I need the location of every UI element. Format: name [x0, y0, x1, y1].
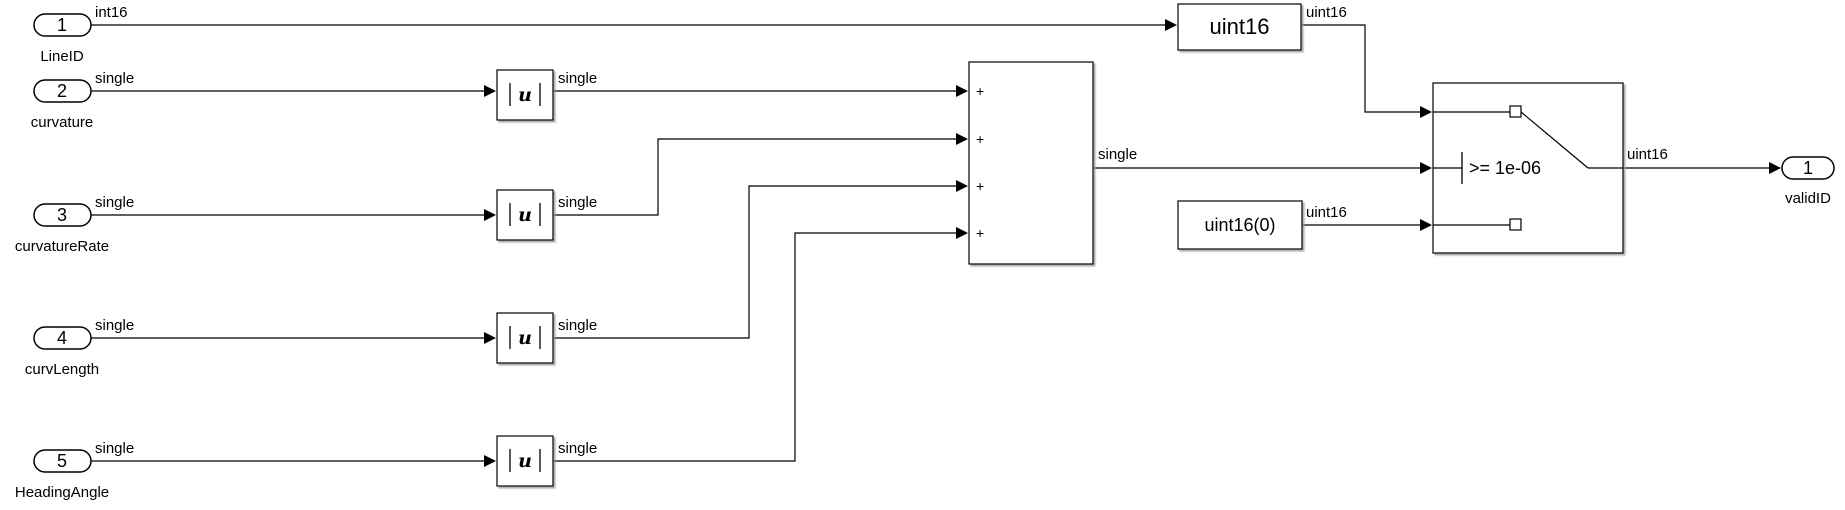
arrow-head	[484, 209, 496, 221]
signal-label: int16	[95, 4, 128, 21]
arrow-head	[484, 85, 496, 97]
sum-sign: +	[976, 83, 984, 99]
arrow-head	[484, 455, 496, 467]
inport-3[interactable]: 3 curvatureRate	[15, 203, 109, 255]
signal-label: single	[1098, 146, 1137, 163]
signal-label: single	[95, 440, 134, 457]
arrow-head	[956, 180, 968, 192]
sum-block[interactable]: + + + +	[968, 61, 1094, 265]
abs-block-3[interactable]: u	[496, 312, 554, 364]
inport-5-number: 5	[57, 451, 67, 471]
convert-label: uint16	[1210, 14, 1270, 39]
switch-threshold-label: >= 1e-06	[1469, 158, 1541, 178]
arrow-head	[1420, 219, 1432, 231]
wire-abs4-to-sum[interactable]	[553, 232, 958, 462]
inport-5-name: HeadingAngle	[15, 484, 109, 501]
arrow-head	[956, 133, 968, 145]
constant-block[interactable]: uint16(0)	[1177, 200, 1303, 250]
signal-label: uint16	[1306, 4, 1347, 21]
inport-3-name: curvatureRate	[15, 238, 109, 255]
constant-label: uint16(0)	[1204, 215, 1275, 235]
outport-1-number: 1	[1803, 158, 1813, 178]
data-type-conversion-block[interactable]: uint16	[1177, 3, 1302, 51]
signal-label: single	[558, 70, 597, 87]
arrow-head	[1420, 106, 1432, 118]
outport-1[interactable]: 1 validID	[1781, 156, 1835, 207]
inport-4-number: 4	[57, 328, 67, 348]
wire-convert-to-switch[interactable]	[1301, 24, 1422, 113]
abs-block-1[interactable]: u	[496, 69, 554, 121]
switch-lever	[1520, 111, 1589, 169]
wire-abs3-to-sum[interactable]	[553, 185, 958, 339]
inport-5[interactable]: 5 HeadingAngle	[15, 449, 109, 501]
sum-sign: +	[976, 225, 984, 241]
signal-label: single	[558, 440, 597, 457]
abs-symbol: u	[518, 204, 532, 226]
outport-1-name: validID	[1785, 190, 1831, 207]
signal-label: single	[558, 194, 597, 211]
arrow-head	[956, 227, 968, 239]
inport-4-name: curvLength	[25, 361, 99, 378]
signal-label: single	[95, 70, 134, 87]
inport-1[interactable]: 1 LineID	[33, 13, 92, 65]
arrow-head	[1165, 19, 1177, 31]
abs-block-4[interactable]: u	[496, 435, 554, 487]
signal-label: single	[95, 317, 134, 334]
sum-sign: +	[976, 131, 984, 147]
inport-4[interactable]: 4 curvLength	[25, 326, 99, 378]
abs-symbol: u	[518, 327, 532, 349]
abs-block-2[interactable]: u	[496, 189, 554, 241]
signal-label: single	[558, 317, 597, 334]
abs-symbol: u	[518, 84, 532, 106]
inport-3-number: 3	[57, 205, 67, 225]
signal-label: single	[95, 194, 134, 211]
sum-sign: +	[976, 178, 984, 194]
signal-label: uint16	[1627, 146, 1668, 163]
switch-contact-bottom	[1509, 218, 1522, 231]
arrow-head	[1769, 162, 1781, 174]
wire-abs2-to-sum[interactable]	[553, 138, 958, 216]
switch-block[interactable]: >= 1e-06	[1432, 82, 1624, 254]
inport-2-name: curvature	[31, 114, 94, 131]
arrow-head	[484, 332, 496, 344]
abs-symbol: u	[518, 450, 532, 472]
arrow-head	[1420, 162, 1432, 174]
signal-label: uint16	[1306, 204, 1347, 221]
inport-1-name: LineID	[40, 48, 84, 65]
inport-1-number: 1	[57, 15, 67, 35]
arrow-head	[956, 85, 968, 97]
inport-2[interactable]: 2 curvature	[31, 79, 94, 131]
switch-contact-top	[1509, 105, 1522, 118]
inport-2-number: 2	[57, 81, 67, 101]
